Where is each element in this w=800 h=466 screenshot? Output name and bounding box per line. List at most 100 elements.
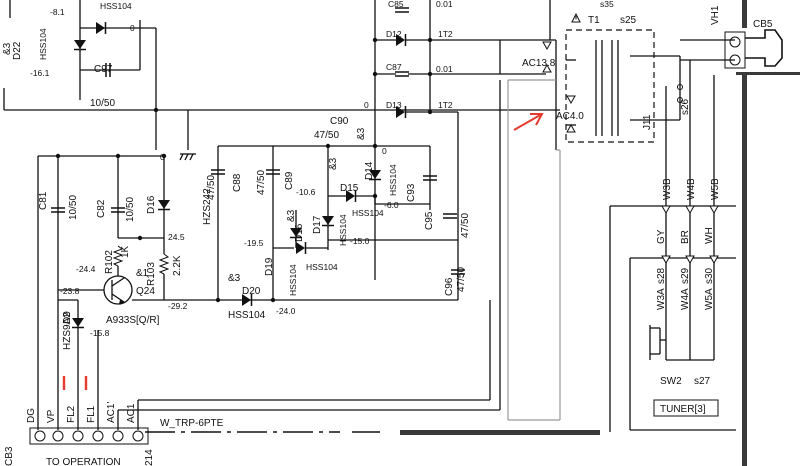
label-w4b: W4B	[686, 178, 697, 200]
shaded-border-top	[742, 0, 747, 28]
label-c85-value: 0.01	[436, 0, 453, 9]
label-c96: C96	[444, 277, 455, 296]
label-j11: J11	[642, 114, 653, 130]
label-s26: s26	[680, 98, 691, 115]
label-voltage-244: -24.4	[76, 264, 96, 274]
label-c90: C90	[330, 116, 349, 127]
label-amp3-b: &3	[356, 127, 367, 140]
label-cb5: CB5	[753, 19, 773, 30]
label-d9: D9	[62, 311, 73, 324]
label-c95-value: 47/50	[460, 213, 471, 238]
label-hss104-d16: HSS104	[306, 262, 338, 272]
label-s30: s30	[704, 267, 715, 284]
label-w5b: W5B	[710, 178, 721, 200]
label-voltage-158: -15.8	[90, 328, 110, 338]
label-r102: R102	[104, 250, 115, 274]
label-ac1: AC1	[126, 403, 137, 423]
label-c89: C89	[284, 171, 295, 190]
label-d14: D14	[364, 161, 375, 180]
connector-w3a-pin	[661, 255, 671, 264]
label-voltage-240: -24.0	[276, 306, 296, 316]
label-w5a: W5A	[704, 288, 715, 310]
label-ac138: AC13.8	[522, 58, 556, 69]
arrow-ac138-top	[542, 41, 552, 50]
label-voltage-60: -6.0	[384, 200, 399, 210]
label-to-operation: TO OPERATION	[46, 457, 121, 466]
label-d20: D20	[242, 286, 261, 297]
rectifier-top: C85 0.01 D12 1T2 C87 0.01 0 D13 1T2	[364, 0, 501, 270]
label-c85: C85	[388, 0, 404, 9]
label-amp1: &1	[136, 268, 149, 279]
label-amp3-c: &3	[328, 157, 339, 170]
label-d15: D15	[340, 183, 359, 194]
label-s25: s25	[620, 15, 637, 26]
label-r103-value: 2.2K	[172, 255, 183, 276]
red-arrow-icon	[513, 113, 544, 131]
label-ac1-prime: AC1'	[106, 402, 117, 423]
label-d17: D17	[312, 215, 323, 234]
label-hzs242: HZS242	[202, 188, 213, 225]
label-c82-value: 10/50	[125, 197, 136, 222]
bottom-wiring: DG VP FL2 FL1 AC1' AC1 W_TRP-6PTE CB3 TO…	[4, 79, 600, 466]
label-c87-value: 0.01	[436, 64, 453, 74]
diode-d19	[295, 241, 307, 255]
label-sw2: SW2	[660, 376, 682, 387]
label-1t2-a: 1T2	[438, 29, 453, 39]
label-voltage-161: -16.1	[30, 68, 50, 78]
connector-w4a-pin	[685, 255, 695, 264]
label-hss104-d17: HSS104	[338, 214, 348, 246]
label-amp3-a: &3	[2, 42, 13, 55]
label-zero-a: 0	[130, 23, 135, 33]
label-c97-value: 10/50	[90, 98, 115, 109]
label-c81: C81	[38, 191, 49, 210]
label-voltage-245: 24.5	[168, 232, 185, 242]
label-c87: C87	[386, 62, 402, 72]
diode-d22	[73, 39, 87, 51]
diode-d16	[157, 199, 171, 211]
label-d16-reg: D16	[146, 195, 157, 214]
diode-d17	[321, 215, 335, 227]
ground-icon	[179, 153, 196, 161]
label-1t2-b: 1T2	[438, 100, 453, 110]
arrow-ac40-bottom	[566, 124, 576, 133]
label-br: BR	[680, 230, 691, 244]
connector-w4b-pin	[685, 205, 695, 214]
label-r102-value: 1K	[120, 245, 131, 258]
label-c88-value: 47/50	[206, 175, 217, 200]
label-hss104-d15: HSS104	[352, 208, 384, 218]
capacitor-c87	[394, 71, 410, 77]
label-w3a: W3A	[656, 288, 667, 310]
label-c82: C82	[96, 199, 107, 218]
connector-w3b-pin	[661, 205, 671, 214]
label-fl2: FL2	[66, 405, 77, 423]
label-w-trp-6pte: W_TRP-6PTE	[160, 418, 224, 429]
label-vh1: VH1	[710, 5, 721, 25]
shaded-border-right	[742, 72, 747, 466]
label-wh: WH	[704, 227, 715, 244]
label-w3b: W3B	[662, 178, 673, 200]
tuner-section: W3B W4B W5B GY BR WH s28 W3A s29 W4A s30…	[609, 60, 736, 432]
label-r103: R103	[146, 262, 157, 286]
label-c81-value: 10/50	[68, 195, 79, 220]
label-voltage-195: -19.5	[244, 238, 264, 248]
label-214: 214	[144, 449, 155, 466]
label-hss104-d22: HSS104	[38, 28, 48, 60]
label-hss104-d19: HSS104	[288, 264, 298, 296]
top-left-section: HSS104 -8.1 0 D22 &3 HSS104 -16.1 C97 10…	[2, 0, 560, 161]
label-d16: D16	[294, 223, 305, 242]
label-d13: D13	[386, 100, 402, 110]
label-c97: C97	[94, 64, 113, 75]
label-t1: T1	[588, 15, 600, 26]
arrow-ac40-top	[566, 95, 576, 104]
label-d19: D19	[264, 257, 275, 276]
label-voltage-81: -8.1	[50, 7, 65, 17]
connector-w5b-pin	[709, 205, 719, 214]
connector-cb5: CB5	[724, 19, 783, 69]
label-voltage-150: -15.0	[350, 236, 370, 246]
capacitor-c95	[442, 213, 458, 219]
label-s35: s35	[600, 0, 614, 9]
regulator-section: C81 10/50 C82 10/50 D16 HZS242 24.5 R102…	[37, 153, 296, 430]
label-hss104-d20: HSS104	[228, 310, 266, 321]
label-dg: DG	[26, 408, 37, 423]
